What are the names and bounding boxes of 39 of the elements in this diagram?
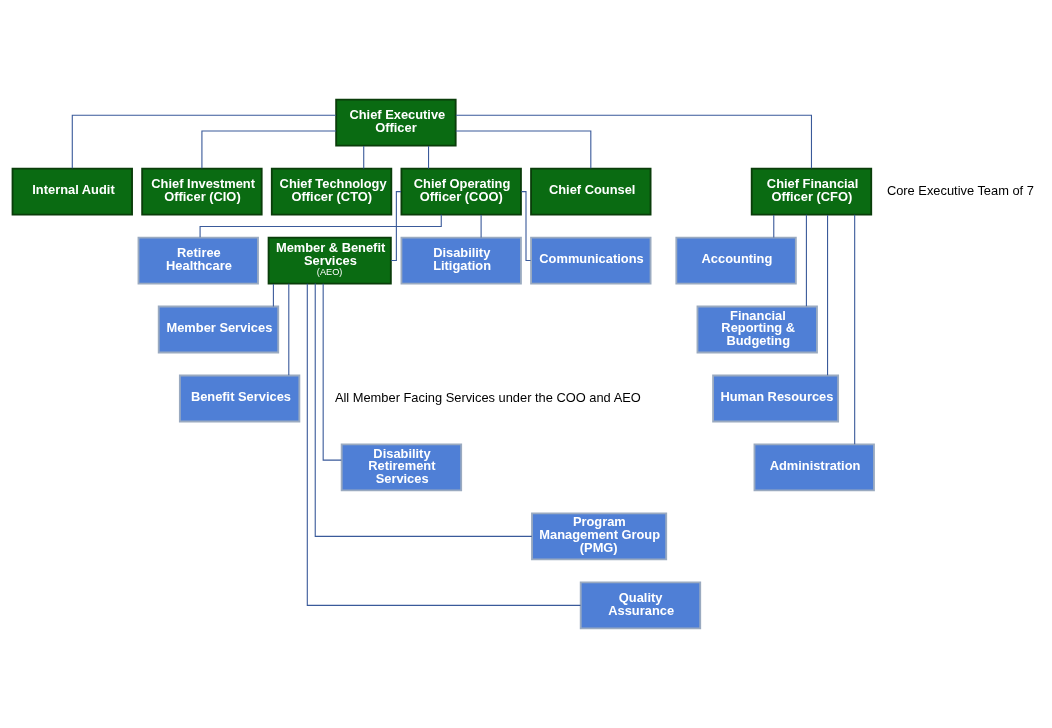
node-box: Chief Counsel bbox=[530, 167, 652, 216]
node-box: Chief Financial Officer (CFO) bbox=[750, 167, 873, 216]
connector bbox=[288, 283, 290, 376]
connector bbox=[773, 214, 775, 239]
label: Core Executive Team of 7 bbox=[886, 183, 1034, 199]
connector bbox=[390, 191, 402, 262]
node-box: Member & Benefit Services (AEO) bbox=[267, 236, 392, 285]
connector bbox=[322, 283, 342, 461]
node-box: Disability Retirement Services bbox=[340, 443, 463, 492]
connector bbox=[805, 214, 807, 307]
node-box: Program Management Group (PMG) bbox=[531, 512, 668, 561]
connector bbox=[201, 130, 337, 169]
node-box: Internal Audit bbox=[11, 167, 133, 216]
node-box: Human Resources bbox=[712, 374, 840, 423]
node-box: Disability Litigation bbox=[400, 236, 522, 285]
connector bbox=[827, 214, 829, 376]
node-box: Chief Executive Officer bbox=[335, 98, 457, 147]
node-box: Member Services bbox=[157, 305, 280, 354]
node-box: Quality Assurance bbox=[579, 581, 702, 630]
connector bbox=[854, 214, 856, 445]
connector bbox=[71, 114, 337, 169]
connector bbox=[455, 114, 812, 169]
label: All Member Facing Services under the COO and AEO bbox=[334, 389, 641, 405]
node-box: Chief Operating Officer (COO) bbox=[400, 167, 522, 216]
node-box: Chief Technology Officer (CTO) bbox=[270, 167, 393, 216]
connector bbox=[306, 283, 582, 606]
node-box: Accounting bbox=[675, 236, 797, 285]
node-box: Chief Investment Officer (CIO) bbox=[141, 167, 263, 216]
node-box: Benefit Services bbox=[178, 374, 301, 423]
connector bbox=[428, 145, 430, 170]
connector bbox=[455, 130, 592, 169]
node-box: Financial Reporting & Budgeting bbox=[696, 305, 818, 354]
connector bbox=[314, 283, 533, 537]
node-box: Administration bbox=[753, 443, 875, 492]
connector bbox=[480, 214, 482, 239]
connector bbox=[272, 283, 274, 307]
connector bbox=[363, 145, 365, 170]
node-box: Retiree Healthcare bbox=[137, 236, 259, 285]
node-box: Communications bbox=[530, 236, 652, 285]
